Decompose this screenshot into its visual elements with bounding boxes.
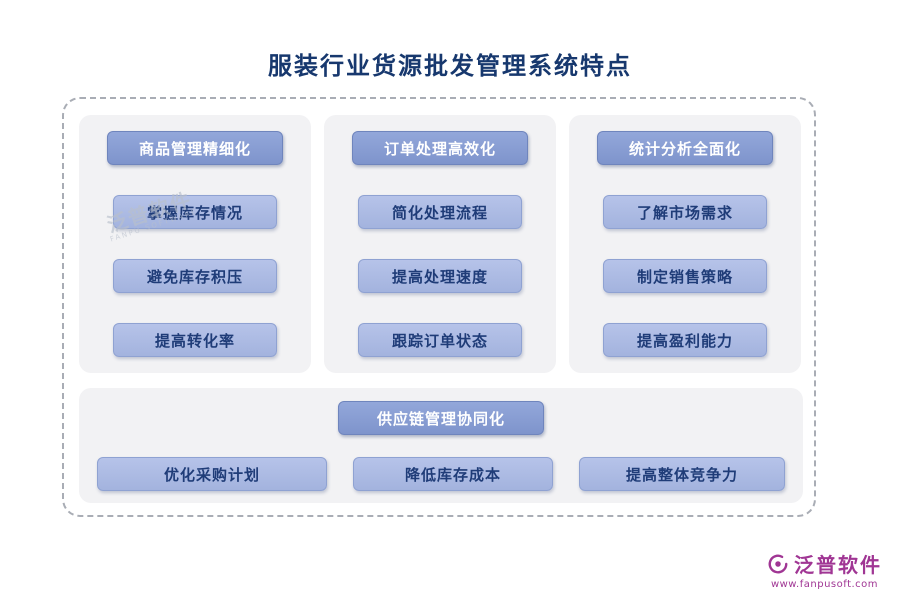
footer-brand-name: 泛普软件 [794,553,882,577]
footer-website: www.fanpusoft.com [770,579,879,590]
feature-item: 提高转化率 [113,323,277,357]
column-header-statistics-analysis: 统计分析全面化 [597,131,773,165]
feature-item: 提高整体竞争力 [579,457,785,491]
feature-item: 掌握库存情况 [113,195,277,229]
feature-item: 降低库存成本 [353,457,553,491]
column-header-order-processing: 订单处理高效化 [352,131,528,165]
column-panel-statistics-analysis: 统计分析全面化 了解市场需求 制定销售策略 提高盈利能力 [569,115,801,373]
feature-item: 跟踪订单状态 [358,323,522,357]
footer-logo: 泛普软件 www.fanpusoft.com [767,549,882,590]
feature-item: 避免库存积压 [113,259,277,293]
bottom-feature-items: 优化采购计划 降低库存成本 提高整体竞争力 [79,457,803,491]
feature-item: 提高处理速度 [358,259,522,293]
feature-item: 提高盈利能力 [603,323,767,357]
feature-item: 制定销售策略 [603,259,767,293]
column-panel-product-management: 泛普软件 FANPU SOFTWARE 商品管理精细化 掌握库存情况 避免库存积… [79,115,311,373]
bottom-header-supply-chain: 供应链管理协同化 [338,401,544,435]
footer-brand-row: 泛普软件 [767,549,882,578]
feature-item: 了解市场需求 [603,195,767,229]
feature-item: 简化处理流程 [358,195,522,229]
page-title: 服装行业货源批发管理系统特点 [268,52,632,80]
column-panel-order-processing: 订单处理高效化 简化处理流程 提高处理速度 跟踪订单状态 [324,115,556,373]
feature-item: 优化采购计划 [97,457,327,491]
bottom-panel-supply-chain: 供应链管理协同化 优化采购计划 降低库存成本 提高整体竞争力 [79,388,803,503]
feature-columns: 泛普软件 FANPU SOFTWARE 商品管理精细化 掌握库存情况 避免库存积… [79,115,801,373]
fanpu-logo-icon [767,553,789,575]
column-header-product-management: 商品管理精细化 [107,131,283,165]
diagram-frame: 泛普软件 FANPU SOFTWARE 商品管理精细化 掌握库存情况 避免库存积… [62,97,816,517]
